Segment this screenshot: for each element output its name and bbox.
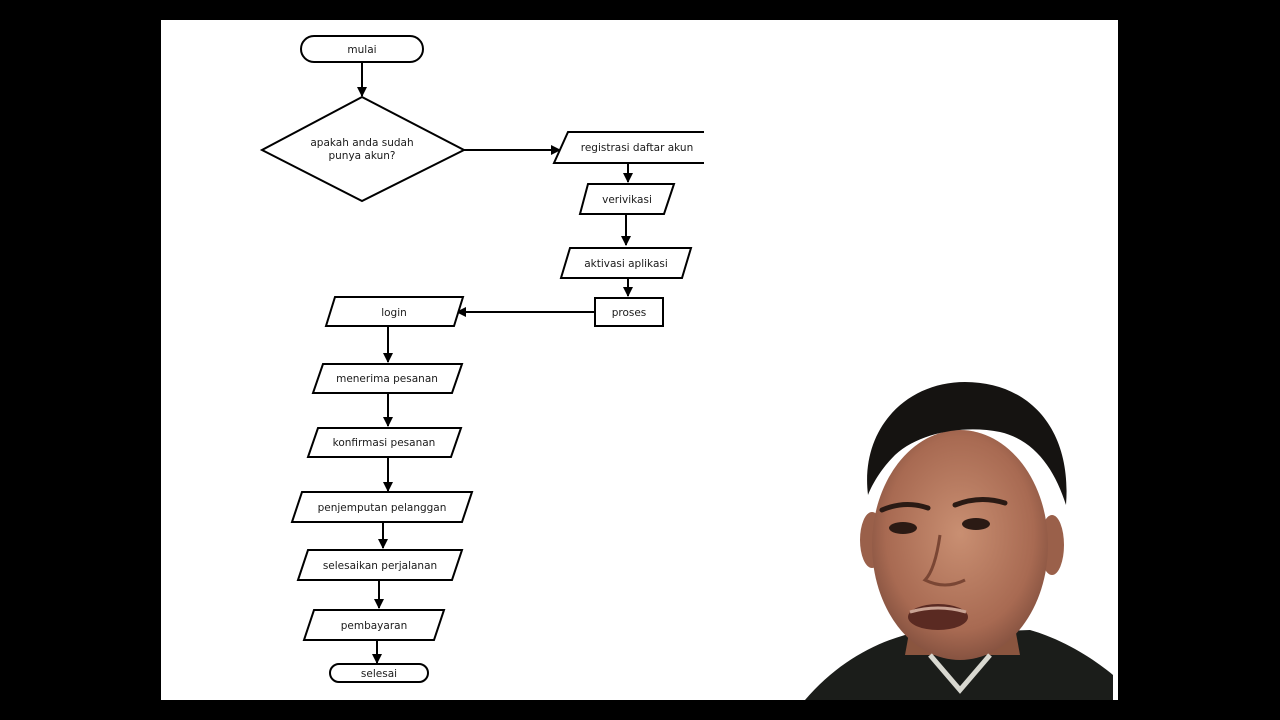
node-decision-label-line1: apakah anda sudah (310, 137, 413, 149)
node-verivikasi: verivikasi (578, 183, 676, 215)
node-mulai: mulai (300, 35, 424, 63)
node-verivikasi-label: verivikasi (602, 194, 652, 206)
node-menerima: menerima pesanan (311, 363, 464, 394)
parallelogram-shape (552, 131, 704, 164)
terminator-shape (329, 663, 429, 683)
node-pembayaran: pembayaran (302, 609, 446, 641)
parallelogram-shape (559, 247, 693, 279)
node-pembayaran-label: pembayaran (341, 620, 408, 632)
node-penjemputan: penjemputan pelanggan (290, 491, 474, 523)
node-aktivasi: aktivasi aplikasi (559, 247, 693, 279)
node-selesaikan: selesaikan perjalanan (296, 549, 464, 581)
node-decision: apakah anda sudah punya akun? (259, 95, 467, 203)
node-selesai-label: selesai (361, 668, 397, 680)
node-login: login (324, 296, 465, 327)
node-selesai: selesai (329, 663, 429, 683)
parallelogram-shape (306, 427, 463, 458)
node-selesaikan-label: selesaikan perjalanan (323, 560, 437, 572)
flow-edges (357, 62, 633, 664)
parallelogram-shape (302, 609, 446, 641)
person-photo-icon (805, 382, 1113, 700)
node-registrasi-label: registrasi daftar akun (581, 142, 694, 154)
node-konfirmasi-label: konfirmasi pesanan (333, 437, 436, 449)
parallelogram-shape (290, 491, 474, 523)
node-proses: proses (594, 297, 664, 327)
node-menerima-label: menerima pesanan (336, 373, 438, 385)
parallelogram-shape (324, 296, 465, 327)
node-konfirmasi: konfirmasi pesanan (306, 427, 463, 458)
node-registrasi: registrasi daftar akun (552, 131, 704, 164)
node-login-label: login (381, 307, 407, 319)
node-penjemputan-label: penjemputan pelanggan (318, 502, 447, 514)
process-rectangle (594, 297, 664, 327)
node-decision-label-line2: punya akun? (328, 150, 395, 162)
webcam-presenter (805, 382, 1113, 700)
parallelogram-shape (296, 549, 464, 581)
decision-diamond (259, 95, 467, 203)
node-proses-label: proses (612, 307, 647, 319)
node-aktivasi-label: aktivasi aplikasi (584, 258, 668, 270)
terminator-shape (300, 35, 424, 63)
node-mulai-label: mulai (347, 44, 376, 56)
parallelogram-shape (578, 183, 676, 215)
parallelogram-shape (311, 363, 464, 394)
